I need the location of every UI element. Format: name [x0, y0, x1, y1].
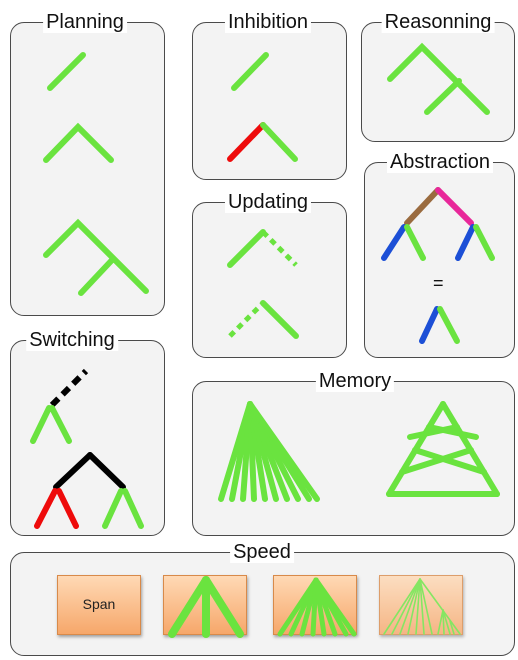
planning-diagram: [43, 52, 149, 296]
updating-panel: [192, 202, 347, 358]
planning-title: Planning: [43, 11, 127, 33]
inhibition-title: Inhibition: [224, 11, 312, 33]
speed-tree-1: [168, 576, 244, 638]
updating-title: Updating: [224, 191, 312, 213]
switching-diagram: [30, 368, 144, 529]
abstraction-panel: =: [364, 162, 515, 358]
speed-box-span: Span: [57, 575, 141, 635]
abstraction-title: Abstraction: [386, 151, 494, 173]
reasoning-panel: [361, 22, 515, 142]
speed-title: Speed: [230, 541, 294, 563]
speed-box-fast: [379, 575, 463, 635]
speed-panel: Span: [10, 552, 515, 656]
memory-diagram: [218, 401, 500, 502]
inhibition-panel: [192, 22, 347, 180]
switching-panel: [10, 340, 165, 536]
speed-tree-2: [277, 577, 357, 637]
abstraction-diagram: [381, 187, 495, 344]
updating-diagram: [227, 229, 299, 339]
memory-title: Memory: [315, 370, 395, 392]
switching-title: Switching: [26, 329, 118, 351]
reasoning-diagram: [387, 42, 490, 115]
speed-box-medium: [273, 575, 357, 637]
speed-tree-3: [383, 578, 461, 635]
reasoning-title: Reasonning: [381, 11, 495, 33]
speed-box-span-label: Span: [82, 596, 116, 612]
inhibition-diagram: [227, 52, 298, 162]
planning-panel: [10, 22, 165, 316]
abstraction-equals: =: [433, 273, 444, 293]
speed-box-slow: [163, 575, 247, 638]
memory-panel: [192, 381, 515, 536]
